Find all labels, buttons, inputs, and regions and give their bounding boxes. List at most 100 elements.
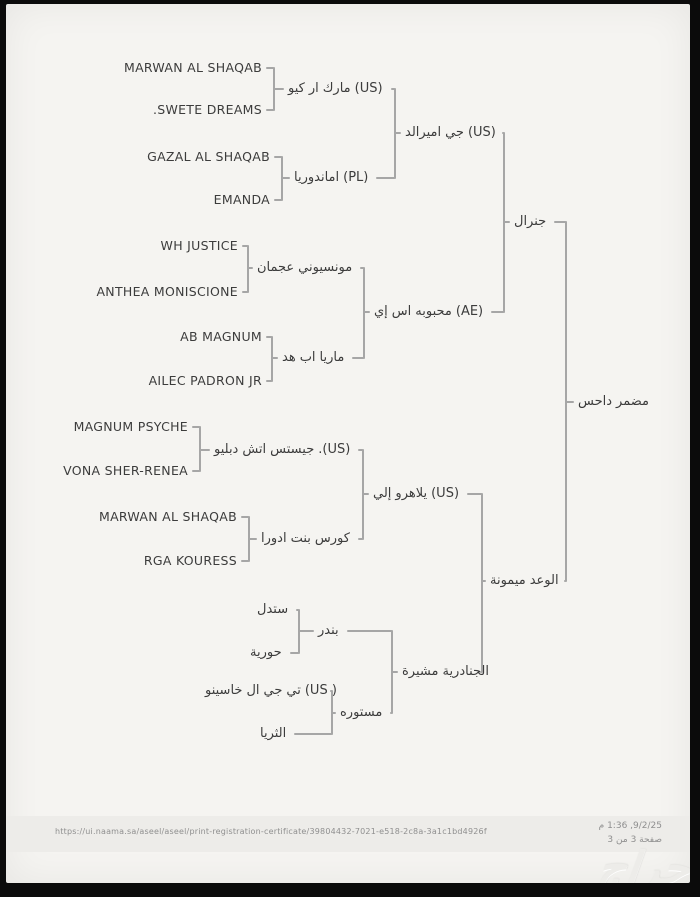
connector-line bbox=[358, 538, 363, 540]
connector-line bbox=[294, 733, 332, 735]
pedigree-node-g4_5: WH JUSTICE bbox=[160, 238, 238, 253]
pedigree-word: مونسيوني bbox=[298, 260, 353, 275]
footer-url: https://ui.naama.sa/aseel/aseel/print-re… bbox=[55, 827, 487, 836]
connector-line bbox=[272, 357, 278, 359]
connector-line bbox=[352, 357, 364, 359]
connector-line bbox=[266, 67, 274, 69]
pedigree-word: اماندوريا bbox=[294, 170, 340, 185]
connector-line bbox=[502, 132, 504, 134]
pedigree-node-g4_16: الثريا bbox=[260, 725, 290, 743]
pedigree-word: جنرال bbox=[514, 214, 547, 229]
connector-line bbox=[266, 109, 274, 111]
pedigree-word: إي bbox=[374, 304, 388, 319]
pedigree-word: مستوره bbox=[340, 705, 383, 720]
connector-line bbox=[271, 336, 273, 382]
connector-line bbox=[200, 449, 210, 451]
pedigree-word: حورية bbox=[250, 645, 282, 660]
connector-line bbox=[358, 449, 363, 451]
pedigree-node-g1_1: جنرال bbox=[514, 213, 550, 231]
pedigree-node-g4_11: MARWAN AL SHAQAB bbox=[99, 509, 237, 524]
pedigree-word: جي bbox=[263, 683, 283, 698]
pedigree-word: داحس bbox=[578, 394, 613, 409]
connector-line bbox=[376, 177, 395, 179]
pedigree-node-g4_14: حورية bbox=[250, 644, 286, 662]
connector-line bbox=[242, 291, 248, 293]
pedigree-word: الثريا bbox=[260, 726, 287, 741]
connector-line bbox=[249, 538, 257, 540]
pedigree-word: محبوبه bbox=[415, 304, 452, 319]
pedigree-word: الجنادرية bbox=[442, 664, 489, 679]
pedigree-node-g4_7: AB MAGNUM bbox=[180, 329, 262, 344]
pedigree-word: بنت bbox=[290, 531, 311, 546]
pedigree-node-g3_7: بندر bbox=[318, 622, 343, 640]
pedigree-node-g4_6: ANTHEA MONISCIONE bbox=[96, 284, 238, 299]
connector-line bbox=[299, 630, 314, 632]
pedigree-word: مشيرة bbox=[402, 664, 439, 679]
pedigree-word: ستدل bbox=[257, 602, 289, 617]
pedigree-node-g4_4: EMANDA bbox=[213, 192, 270, 207]
pedigree-word: دبليو bbox=[214, 442, 239, 457]
pedigree-word: اتش bbox=[242, 442, 267, 457]
pedigree-word: (US) bbox=[354, 81, 383, 96]
pedigree-word: إلي bbox=[373, 486, 392, 501]
pedigree-word: كورس bbox=[314, 531, 350, 546]
connector-line bbox=[363, 493, 369, 495]
connector-line bbox=[192, 426, 200, 428]
footer-datetime: 9/2/25, 1:36 م bbox=[598, 821, 662, 831]
pedigree-word: هد bbox=[282, 350, 296, 365]
connector-line bbox=[564, 580, 566, 582]
connector-line bbox=[391, 88, 395, 90]
connector-line bbox=[482, 580, 486, 582]
connector-line bbox=[274, 88, 284, 90]
pedigree-word: (US ) bbox=[304, 683, 337, 698]
footer-page-info: صفحة 3 من 3 bbox=[607, 835, 662, 845]
pedigree-word: مضمر bbox=[616, 394, 649, 409]
pedigree-word: ميمونة bbox=[490, 573, 526, 588]
pedigree-node-g4_12: RGA KOURESS bbox=[143, 553, 237, 568]
pedigree-node-g4_10: VONA SHER-RENEA bbox=[63, 463, 188, 478]
connector-line bbox=[491, 311, 504, 313]
pedigree-node-g4_13: ستدل bbox=[257, 601, 292, 619]
connector-line bbox=[199, 426, 201, 472]
pedigree-word: ال bbox=[246, 683, 260, 698]
connector-line bbox=[296, 609, 299, 611]
connector-line bbox=[481, 493, 483, 673]
pedigree-word: اس bbox=[391, 304, 412, 319]
pedigree-node-g3_2: اماندوريا(PL) bbox=[294, 169, 372, 187]
connector-line bbox=[332, 712, 336, 714]
connector-line bbox=[347, 630, 392, 632]
pedigree-word: كيو bbox=[288, 81, 305, 96]
pedigree-node-g4_8: AILEC PADRON JR bbox=[148, 373, 262, 388]
pedigree-word: الوعد bbox=[529, 573, 559, 588]
pedigree-word: ار bbox=[308, 81, 319, 96]
connector-line bbox=[290, 652, 299, 654]
connector-line bbox=[330, 690, 332, 692]
connector-line bbox=[392, 671, 398, 673]
pedigree-word: اميرالد bbox=[405, 125, 442, 140]
pedigree-node-g4_1: MARWAN AL SHAQAB bbox=[124, 60, 262, 75]
pedigree-word: (AE) bbox=[455, 304, 484, 319]
connector-line bbox=[395, 132, 401, 134]
connector-line bbox=[467, 493, 482, 495]
connector-line bbox=[248, 267, 253, 269]
connector-line bbox=[480, 671, 482, 673]
pedigree-word: (US) bbox=[467, 125, 496, 140]
pedigree-word: جي bbox=[445, 125, 464, 140]
pedigree-node-g3_8: مستوره bbox=[340, 704, 386, 722]
pedigree-word: (US) bbox=[431, 486, 460, 501]
pedigree-node-g4_9: MAGNUM PSYCHE bbox=[73, 419, 188, 434]
connector-line bbox=[192, 470, 200, 472]
connector-line bbox=[247, 245, 249, 293]
haraj-watermark: حراج bbox=[595, 843, 690, 883]
pedigree-word: ماريا bbox=[319, 350, 345, 365]
pedigree-word: اب bbox=[299, 350, 316, 365]
connector-line bbox=[554, 221, 566, 223]
